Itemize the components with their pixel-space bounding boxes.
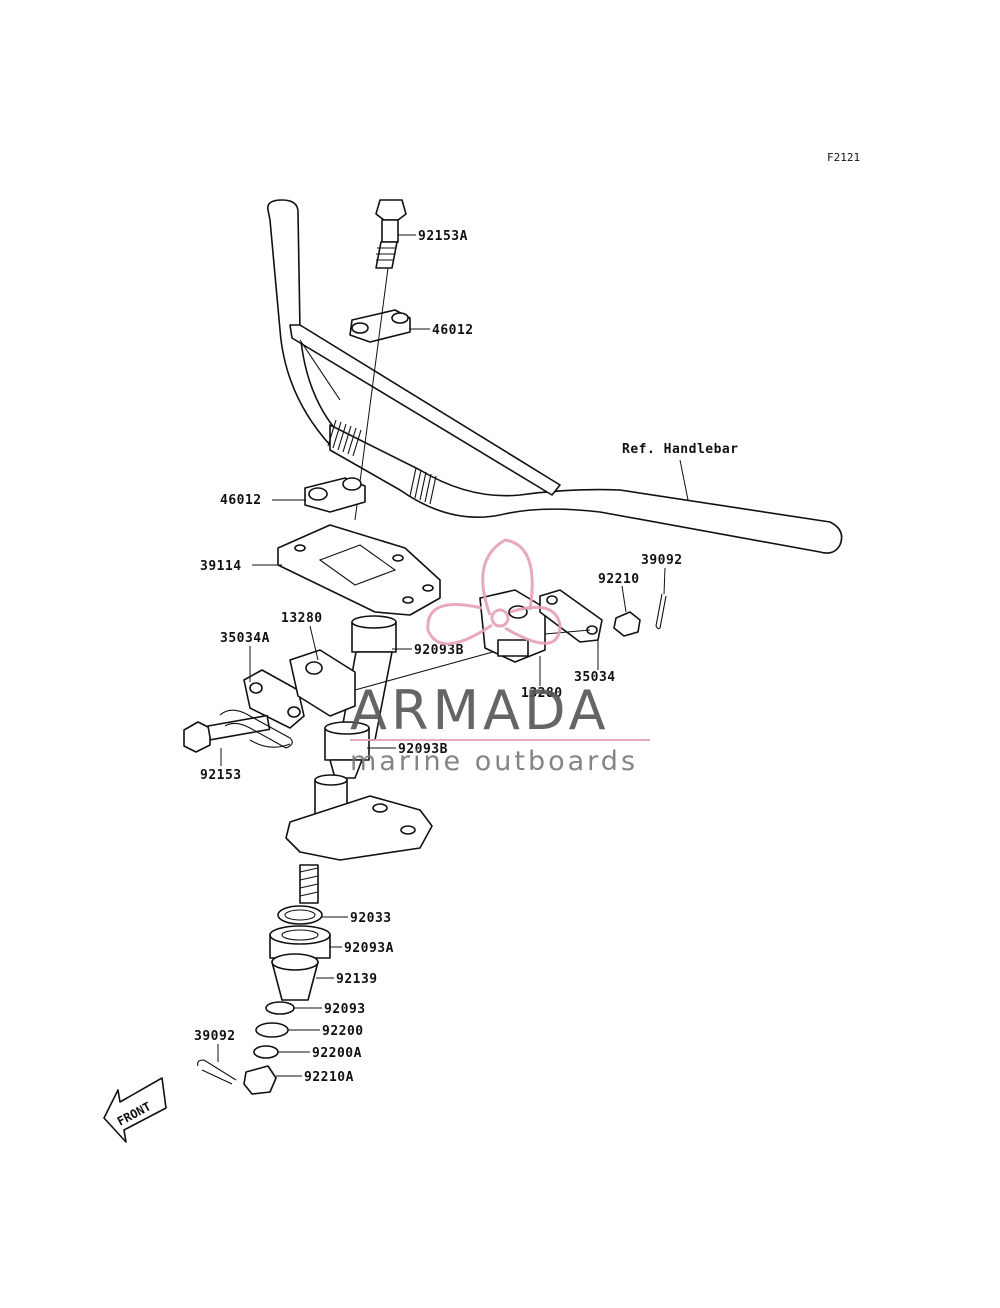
- reference-label: Ref. Handlebar: [622, 442, 739, 457]
- propeller-icon: [426, 538, 562, 646]
- part-labels: 92153A 46012 46012 39114 13280 35034A 92…: [194, 229, 739, 1085]
- tie-rod-bracket-left-illustration: [243, 649, 501, 729]
- part-label-39092-right: 39092: [641, 553, 683, 568]
- bolt-92153-illustration: [183, 709, 293, 753]
- part-label-92200A: 92200A: [312, 1046, 362, 1061]
- part-label-92093B-upper: 92093B: [414, 643, 464, 658]
- part-label-35034: 35034: [574, 670, 616, 685]
- part-label-13280-left: 13280: [281, 611, 323, 626]
- part-label-92093B-lower: 92093B: [398, 742, 448, 757]
- part-label-92153A: 92153A: [418, 229, 468, 244]
- part-label-92093: 92093: [324, 1002, 366, 1017]
- part-label-39114: 39114: [200, 559, 242, 574]
- part-label-92210A: 92210A: [304, 1070, 354, 1085]
- upper-clamp-illustration: [349, 199, 411, 521]
- watermark-title: ARMADA: [350, 679, 610, 742]
- part-label-35034A: 35034A: [220, 631, 270, 646]
- part-label-13280-right: 13280: [521, 686, 563, 701]
- part-label-92153: 92153: [200, 768, 242, 783]
- part-label-92200: 92200: [322, 1024, 364, 1039]
- handlebar-illustration: [266, 199, 843, 554]
- figure-code: F2121: [827, 151, 860, 164]
- steering-plate-illustration: [277, 524, 441, 616]
- part-label-39092-left: 39092: [194, 1029, 236, 1044]
- leader-lines: [217, 234, 689, 1077]
- part-label-92033: 92033: [350, 911, 392, 926]
- part-label-92139: 92139: [336, 972, 378, 987]
- tie-rod-bracket-right-illustration: [479, 589, 667, 663]
- front-arrow-icon: FRONT: [103, 1077, 167, 1143]
- part-label-46012-upper: 46012: [432, 323, 474, 338]
- part-label-92210: 92210: [598, 572, 640, 587]
- watermark-subtitle: marine outboards: [350, 746, 638, 777]
- lower-steering-assembly-illustration: [197, 774, 433, 1095]
- part-label-46012-lower: 46012: [220, 493, 262, 508]
- watermark-logo: ARMADA marine outboards: [350, 538, 650, 777]
- lower-clamp-illustration: [304, 477, 366, 513]
- part-label-92093A: 92093A: [344, 941, 394, 956]
